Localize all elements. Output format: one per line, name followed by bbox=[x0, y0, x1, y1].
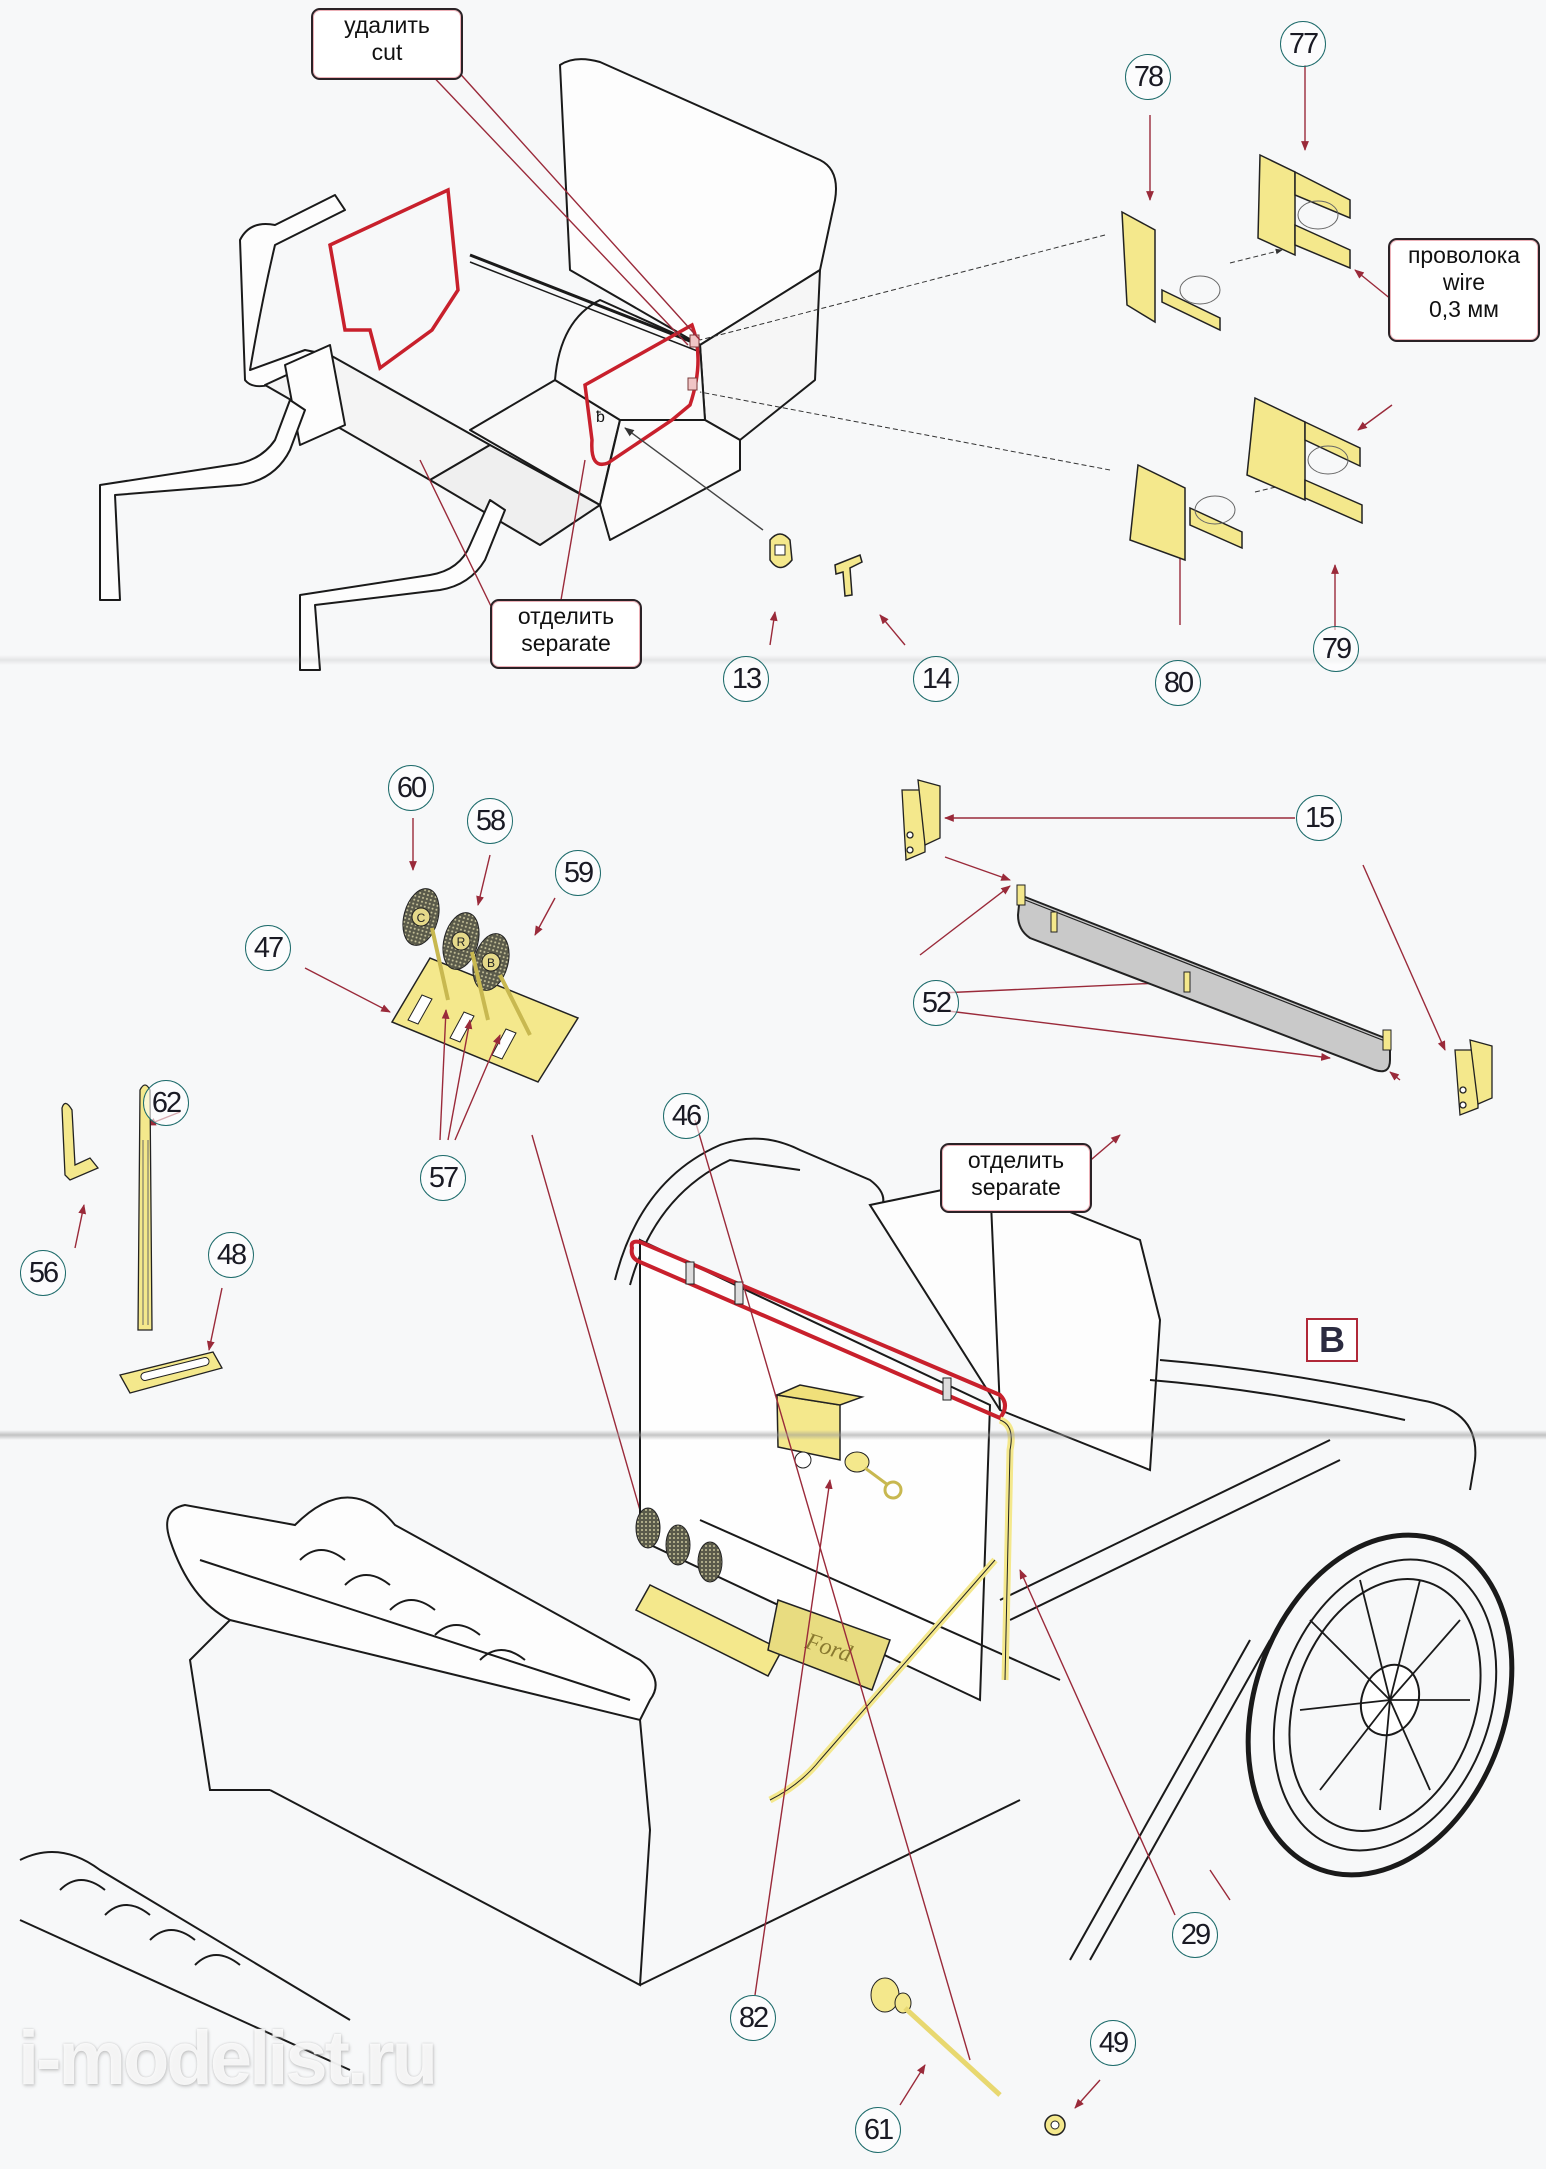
part-number-49: 49 bbox=[1090, 2020, 1136, 2066]
part-number-29: 29 bbox=[1172, 1912, 1218, 1958]
part-14-door-handle bbox=[834, 553, 863, 597]
part-number-80: 80 bbox=[1155, 660, 1201, 706]
part-13-escutcheon bbox=[769, 533, 793, 569]
paper-fold-crease bbox=[0, 1430, 1546, 1440]
callout-wire-spec: 0,3 мм bbox=[1429, 296, 1499, 322]
part-80-hinge-leaf bbox=[1129, 463, 1243, 562]
hinge-marker-upper bbox=[689, 334, 700, 348]
callout-cut-ru: удалить bbox=[344, 12, 430, 38]
part-number-14: 14 bbox=[913, 656, 959, 702]
ford-floor-plate: Ford bbox=[767, 1599, 891, 1691]
front-wheel bbox=[1245, 1532, 1515, 1878]
part-77-hinge-frame bbox=[1257, 153, 1351, 270]
callout-cut: удалить cut bbox=[311, 8, 463, 80]
part-number-77: 77 bbox=[1280, 21, 1326, 67]
callout-wire: проволока wire 0,3 мм bbox=[1388, 238, 1540, 342]
part-number-57: 57 bbox=[420, 1155, 466, 1201]
part-78-hinge-leaf bbox=[1121, 210, 1221, 332]
part-number-46: 46 bbox=[663, 1093, 709, 1139]
callout-cut-en: cut bbox=[371, 39, 403, 65]
part-52-clip bbox=[1050, 911, 1058, 933]
part-61-choke-rod bbox=[870, 1977, 1002, 2097]
part-number-47: 47 bbox=[245, 925, 291, 971]
callout-separate-ru: отделить bbox=[517, 603, 615, 629]
pedal-letter-c: C bbox=[417, 911, 426, 925]
part-number-82: 82 bbox=[730, 1995, 776, 2041]
part-number-60: 60 bbox=[388, 765, 434, 811]
part-56-l-bracket bbox=[61, 1102, 100, 1181]
rear-body-tub bbox=[99, 58, 837, 671]
callout-separate-en: separate bbox=[521, 630, 611, 656]
part-48-slotted-plate bbox=[119, 1351, 223, 1394]
pedals-58-59-60: C R B bbox=[402, 888, 532, 1036]
part-number-52: 52 bbox=[913, 980, 959, 1026]
part-15-bracket-right bbox=[1454, 1039, 1493, 1116]
paper-fold-crease bbox=[0, 655, 1546, 665]
part-62-long-strip bbox=[137, 1084, 153, 1331]
part-number-61: 61 bbox=[855, 2107, 901, 2153]
part-number-78: 78 bbox=[1125, 54, 1171, 100]
part-number-13: 13 bbox=[723, 656, 769, 702]
part-number-79: 79 bbox=[1313, 626, 1359, 672]
callout-wire-ru: проволока bbox=[1407, 242, 1521, 268]
reference-label-b: B bbox=[1306, 1318, 1358, 1362]
part-number-59: 59 bbox=[555, 850, 601, 896]
windshield-frame-separate-outline bbox=[629, 1239, 1007, 1421]
part-number-15: 15 bbox=[1296, 795, 1342, 841]
callout-separate-en: separate bbox=[971, 1174, 1061, 1200]
part-52-clip bbox=[1183, 971, 1191, 993]
callout-separate-ru: отделить bbox=[967, 1147, 1065, 1173]
part-15-bracket-left bbox=[901, 779, 941, 861]
part-number-48: 48 bbox=[208, 1232, 254, 1278]
callout-separate-top: отделить separate bbox=[490, 599, 642, 669]
door-latch-mark: ƀ bbox=[596, 409, 605, 426]
hinge-marker-lower bbox=[687, 377, 698, 391]
callout-separate-bottom: отделить separate bbox=[940, 1143, 1092, 1213]
part-number-62: 62 bbox=[143, 1080, 189, 1126]
part-number-58: 58 bbox=[467, 798, 513, 844]
pedal-letter-b: B bbox=[487, 956, 495, 970]
part-49-washer bbox=[1044, 2114, 1066, 2136]
running-board-apron bbox=[1016, 884, 1392, 1073]
car-body-assembly bbox=[19, 1137, 1477, 2071]
cut-outline-left-door bbox=[328, 187, 460, 371]
watermark: i-modelist.ru bbox=[18, 2016, 438, 2101]
coil-box-assembled bbox=[774, 1384, 903, 1500]
part-47-pedal-base-plate bbox=[390, 957, 580, 1083]
pedals-assembled bbox=[634, 1507, 784, 1677]
pedal-letter-r: R bbox=[457, 935, 466, 949]
leader-lines-bottom bbox=[694, 1119, 1231, 2109]
part-number-56: 56 bbox=[20, 1250, 66, 1296]
part-79-hinge-frame bbox=[1246, 396, 1363, 525]
callout-wire-en: wire bbox=[1442, 269, 1486, 295]
